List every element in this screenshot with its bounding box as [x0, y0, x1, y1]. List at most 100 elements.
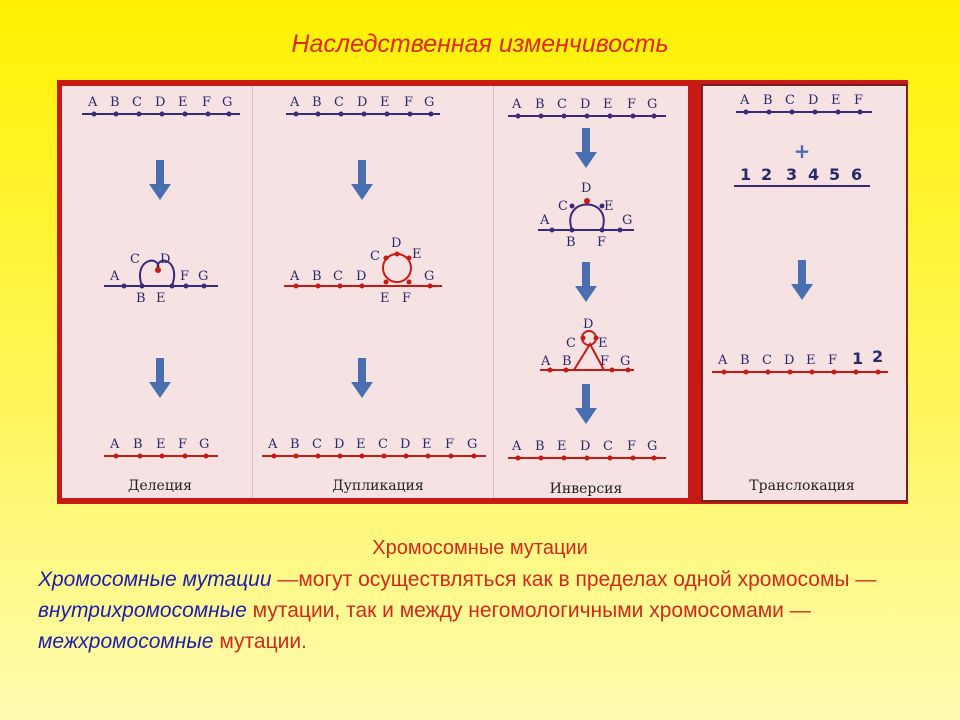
duplication-top-chromosome: A B C D E F G [286, 95, 440, 117]
down-arrow-icon [575, 384, 597, 424]
gene-label: E [156, 291, 166, 306]
gene-label: E [380, 291, 390, 306]
gene-label: A [267, 437, 278, 452]
gene-label: D [400, 437, 410, 452]
gene-label: C [557, 97, 567, 112]
gene-label: A [289, 269, 300, 284]
deletion-top-chromosome: A B C D E F G [82, 95, 240, 117]
deletion-loop-chromosome: A C D F G B E [104, 252, 218, 306]
gene-label: D [356, 269, 366, 284]
gene-label: A [289, 95, 300, 110]
gene-label: B [763, 93, 773, 108]
gene-label: 6 [851, 165, 862, 184]
gene-label: B [566, 235, 576, 250]
gene-label: D [160, 252, 170, 267]
term-chromosomal-mutations: Хромосомные мутации [38, 568, 272, 591]
description-text: —могут осуществляться как в пределах одн… [271, 568, 877, 591]
gene-label: 2 [872, 347, 883, 366]
gene-label: C [378, 437, 388, 452]
gene-label: D [784, 353, 794, 368]
gene-label: E [598, 336, 608, 351]
gene-label: 4 [808, 165, 819, 184]
gene-label: B [133, 437, 143, 452]
gene-label: F [402, 291, 411, 306]
gene-label: D [155, 95, 165, 110]
duplication-bottom-chromosome: A B C D E C D E F G [262, 437, 486, 459]
gene-label: E [422, 437, 432, 452]
translocation-bottom-chromosome: A B C D E F 1 2 [712, 347, 888, 375]
gene-label: D [580, 97, 590, 112]
gene-label: D [583, 317, 593, 332]
translocation-number-chromosome: 1 2 3 4 5 6 [734, 165, 870, 187]
inversion-top-chromosome: A B C D E F G [508, 97, 666, 119]
down-arrow-icon [575, 128, 597, 168]
gene-label: E [156, 437, 166, 452]
translocation-top-chromosome: A B C D E F [736, 93, 872, 115]
panel-duplication [253, 86, 494, 498]
gene-label: D [391, 236, 401, 251]
inversion-bottom-chromosome: A B E D C F G [508, 439, 666, 461]
page-title: Наследственная изменчивость [291, 30, 669, 58]
gene-label: A [540, 354, 551, 369]
gene-label: 3 [786, 165, 797, 184]
subtitle: Хромосомные мутации [372, 537, 588, 559]
gene-label: C [785, 93, 795, 108]
gene-label: A [739, 93, 750, 108]
gene-label: E [356, 437, 366, 452]
gene-label: 2 [761, 165, 772, 184]
gene-label: F [627, 439, 636, 454]
deletion-bottom-chromosome: A B E F G [104, 437, 218, 459]
gene-label: C [558, 199, 568, 214]
gene-label: E [178, 95, 188, 110]
panel-deletion [62, 86, 253, 498]
gene-label: D [357, 95, 367, 110]
gene-label: F [178, 437, 187, 452]
gene-label: E [831, 93, 841, 108]
down-arrow-icon [791, 260, 813, 300]
description: Хромосомные мутации —могут осуществлятьс… [38, 564, 928, 657]
gene-label: E [806, 353, 816, 368]
down-arrow-icon [351, 358, 373, 398]
inversion-cross-chromosome: D C E A B F G [540, 317, 634, 373]
term-interchromosomal: межхромосомные [38, 630, 214, 653]
gene-label: A [539, 213, 550, 228]
caption-translocation: Транслокация [749, 478, 855, 494]
gene-label: D [580, 439, 590, 454]
gene-label: G [199, 437, 209, 452]
gene-label: E [380, 95, 390, 110]
gene-label: C [132, 95, 142, 110]
gene-label: A [87, 95, 98, 110]
gene-label: A [109, 269, 120, 284]
gene-label: D [808, 93, 818, 108]
down-arrow-icon [149, 160, 171, 200]
gene-label: E [412, 247, 422, 262]
gene-label: D [334, 437, 344, 452]
down-arrow-icon [575, 262, 597, 302]
gene-label: C [130, 252, 140, 267]
description-text: мутации. [213, 630, 307, 653]
gene-label: G [647, 439, 657, 454]
gene-label: A [717, 353, 728, 368]
gene-label: G [622, 213, 632, 228]
gene-label: B [562, 354, 572, 369]
gene-label: E [603, 97, 613, 112]
gene-label: 5 [829, 165, 840, 184]
caption-deletion: Делеция [128, 478, 192, 494]
gene-label: F [597, 235, 606, 250]
gene-label: F [202, 95, 211, 110]
gene-label: B [290, 437, 300, 452]
gene-label: C [334, 95, 344, 110]
gene-label: E [604, 199, 614, 214]
gene-label: C [566, 336, 576, 351]
gene-label: B [110, 95, 120, 110]
gene-label: G [222, 95, 232, 110]
gene-label: C [312, 437, 322, 452]
gene-label: F [445, 437, 454, 452]
gene-label: A [511, 439, 522, 454]
gene-label: E [557, 439, 567, 454]
gene-label: G [620, 354, 630, 369]
gene-label: F [627, 97, 636, 112]
plus-icon: + [794, 139, 811, 163]
duplication-loop-chromosome: A B C D C D E G E F [284, 236, 442, 306]
gene-label: C [762, 353, 772, 368]
